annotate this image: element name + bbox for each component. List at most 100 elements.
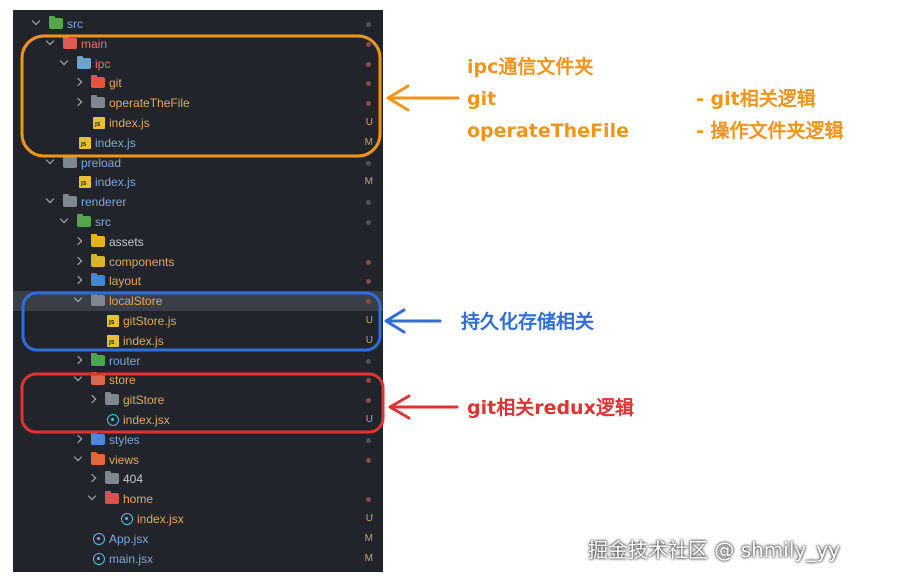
chevron-down-icon[interactable] [87,491,97,501]
tree-item-label: gitStore [123,393,165,408]
tree-file-row[interactable]: App.jsx M [13,529,383,549]
tree-folder-row[interactable]: main [13,34,383,54]
react-file-icon [121,513,133,525]
tree-item-label: preload [81,155,122,170]
tree-item-label: index.jsx [137,512,184,526]
tree-folder-row[interactable]: renderer [13,192,383,212]
store-annotation: git相关redux逻辑 [467,397,634,419]
git-annotation-desc: - git相关逻辑 [696,88,816,110]
ipc-annotation-title: ipc通信文件夹 [467,56,594,78]
tree-folder-row[interactable]: localStore [13,291,383,312]
tree-folder-row[interactable]: src [13,14,383,34]
folder-icon [77,55,91,69]
change-dot-indicator [366,220,371,225]
tree-folder-row[interactable]: operateTheFile [13,93,383,113]
operate-annotation-name: operateTheFile [467,120,629,142]
tree-item-label: ipc [95,56,111,71]
folder-icon [63,194,77,208]
chevron-down-icon[interactable] [73,373,83,382]
chevron-down-icon[interactable] [59,56,69,65]
tree-folder-row[interactable]: styles [13,430,383,450]
git-status-badge: M [364,136,373,148]
js-file-icon: JS [93,117,105,129]
folder-icon [63,154,77,168]
tree-folder-row[interactable]: git [13,73,383,93]
chevron-right-icon[interactable] [73,78,83,87]
react-file-icon [93,532,105,545]
js-file-icon: JS [79,176,91,189]
views-folder-icon [91,451,105,465]
tree-file-row[interactable]: index.jsx U [13,509,383,529]
chevron-right-icon[interactable] [73,97,83,107]
change-dot-indicator [366,61,371,67]
chevron-down-icon[interactable] [31,16,41,26]
tree-item-label: index.js [95,175,136,190]
chevron-right-icon[interactable] [73,434,83,444]
tree-item-label: store [109,373,136,388]
tree-folder-row[interactable]: store [13,370,383,390]
styles-folder-icon [91,431,105,445]
git-status-badge: M [364,552,373,564]
tree-folder-row[interactable]: 404 [13,469,383,489]
git-status-badge: M [364,532,373,544]
chevron-down-icon[interactable] [59,214,69,224]
git-status-badge: U [365,513,373,524]
chevron-right-icon[interactable] [73,355,83,364]
tree-folder-row[interactable]: home [13,489,383,509]
change-dot-indicator [366,200,371,206]
change-dot-indicator [366,437,371,443]
chevron-down-icon[interactable] [45,36,55,46]
tree-item-label: router [109,353,141,368]
chevron-right-icon[interactable] [73,236,83,246]
js-file-icon: JS [107,315,119,327]
orange-arrow-icon [386,84,460,112]
change-dot-indicator [366,378,371,384]
react-file-icon [93,552,105,565]
change-dot-indicator [366,299,371,305]
js-file-icon: JS [79,136,91,149]
tree-item-label: index.js [123,333,164,348]
tree-folder-row[interactable]: router [13,351,383,371]
tree-item-label: App.jsx [109,531,149,546]
tree-folder-row[interactable]: assets [13,232,383,252]
git-status-badge: U [365,117,373,128]
change-dot-indicator [366,279,371,285]
tree-folder-row[interactable]: gitStore [13,390,383,410]
tree-folder-row[interactable]: views [13,450,383,470]
chevron-right-icon[interactable] [73,256,83,265]
layout-folder-icon [91,273,105,287]
change-dot-indicator [366,497,371,503]
localstore-annotation: 持久化存储相关 [461,311,595,333]
components-folder-icon [91,253,105,267]
change-dot-indicator [366,41,371,47]
tree-item-label: assets [109,234,144,249]
chevron-down-icon[interactable] [45,155,55,164]
tree-folder-row[interactable]: src [13,212,383,232]
tree-item-label: home [123,492,154,507]
chevron-down-icon[interactable] [73,452,83,461]
chevron-right-icon[interactable] [87,474,97,483]
tree-folder-row[interactable]: preload [13,153,383,173]
chevron-right-icon[interactable] [73,276,83,285]
tree-folder-row[interactable]: layout [13,271,383,291]
home-folder-icon [105,491,119,505]
chevron-right-icon[interactable] [87,394,97,404]
tree-item-label: styles [109,432,140,447]
tree-item-label: localStore [109,294,163,309]
folder-icon [91,293,105,307]
code-folder-icon [49,16,63,29]
tree-item-label: operateTheFile [109,96,190,111]
chevron-down-icon[interactable] [73,293,83,303]
tree-folder-row[interactable]: components [13,252,383,272]
tree-item-label: gitStore.js [123,314,177,328]
chevron-down-icon[interactable] [45,194,55,204]
git-annotation-name: git [467,88,497,110]
tree-folder-row[interactable]: ipc [13,54,383,74]
